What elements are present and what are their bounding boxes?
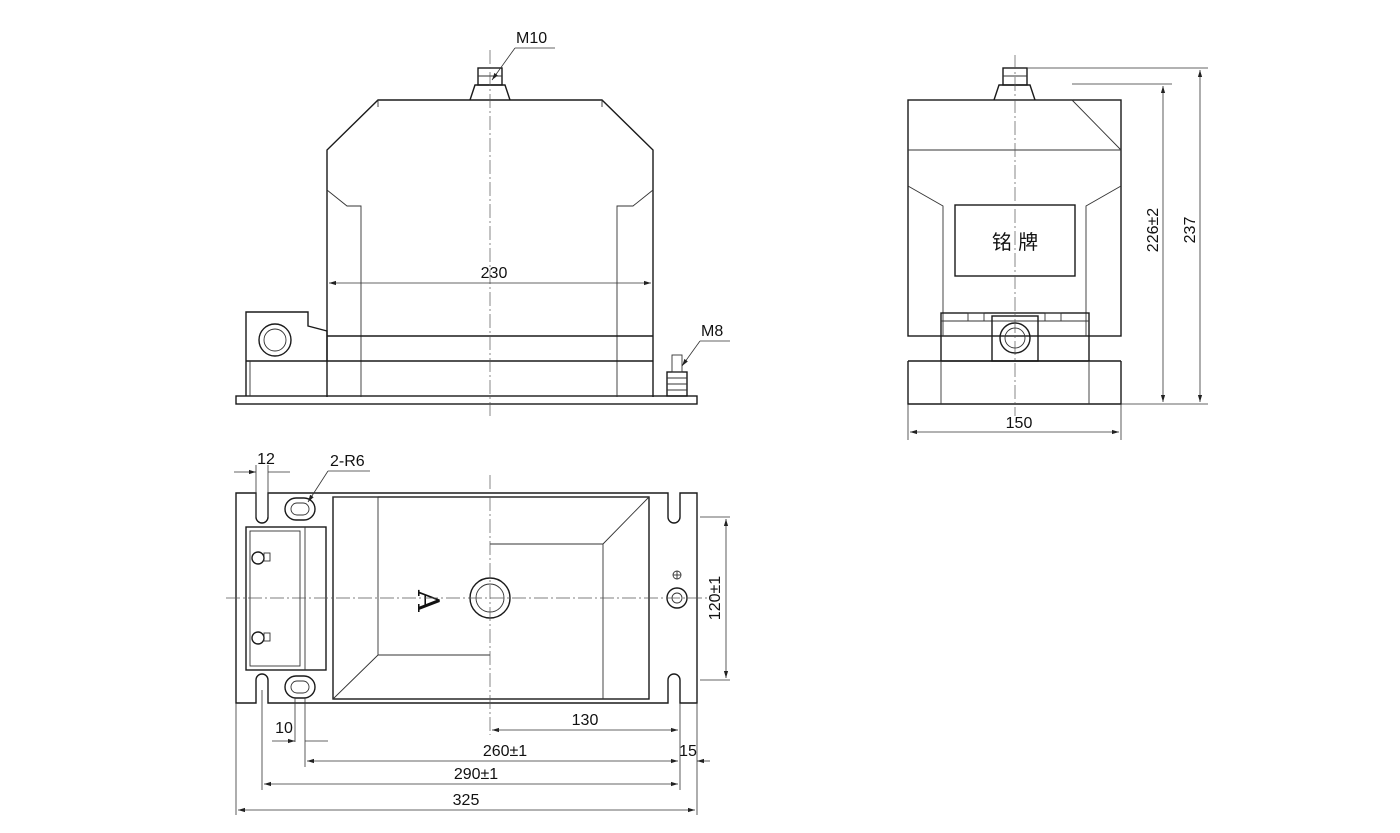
m8-label: M8	[701, 323, 723, 340]
dim-325-label: 325	[453, 792, 480, 809]
dim-12-label: 12	[257, 451, 275, 468]
dim-15-label: 15	[679, 743, 697, 760]
dim-150-label: 150	[1006, 415, 1033, 432]
r6-label: 2-R6	[330, 453, 365, 470]
front-view: 230 M10 M8	[235, 30, 730, 416]
dim-237-label: 237	[1182, 217, 1199, 244]
dim-290-label: 290±1	[454, 766, 498, 783]
side-view: 铭 牌 226±2 237 150	[907, 55, 1208, 440]
mark-a-label: A	[410, 589, 445, 612]
dim-130-label: 130	[572, 712, 599, 729]
dim-226-label: 226±2	[1145, 208, 1162, 252]
dim-260-label: 260±1	[483, 743, 527, 760]
top-view: A 12 2-R6 120±1 10 130	[226, 451, 730, 815]
dim-10-label: 10	[275, 720, 293, 737]
m10-label: M10	[516, 30, 547, 47]
dim-230-label: 230	[481, 265, 508, 282]
dim-120-label: 120±1	[707, 576, 724, 620]
